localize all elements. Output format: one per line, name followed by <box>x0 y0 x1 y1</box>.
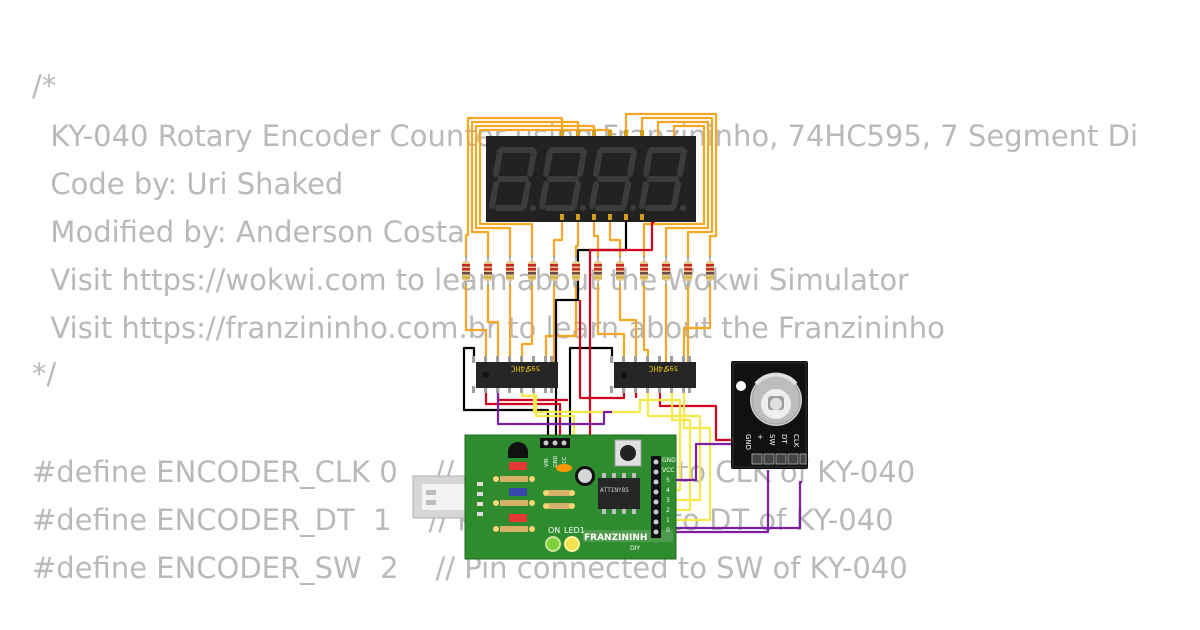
pin-label-sw: SW <box>768 434 776 445</box>
resistor[interactable] <box>661 255 671 287</box>
brand-label: FRANZININH <box>584 533 647 543</box>
code-line: Modified by: Anderson Costa <box>32 215 465 249</box>
pin-label: 3 <box>666 497 670 504</box>
resistor[interactable] <box>461 255 471 287</box>
resistor[interactable] <box>615 255 625 287</box>
franzininho-board[interactable]: VIN GND VCC <box>412 434 677 560</box>
resistor[interactable] <box>683 255 693 287</box>
usb-connector[interactable] <box>412 475 472 519</box>
code-line: */ <box>32 357 57 391</box>
on-label: ON <box>548 526 560 535</box>
code-line: /* <box>32 69 57 103</box>
pin-label: 2 <box>666 507 670 514</box>
user-led <box>564 536 580 552</box>
chip-label: 74HC <box>511 364 530 373</box>
encoder-wires[interactable] <box>496 388 802 534</box>
chip-label: 74HC <box>649 364 668 373</box>
power-header[interactable]: VIN GND VCC <box>540 438 570 467</box>
resistor[interactable] <box>639 255 649 287</box>
digit-1 <box>489 147 537 211</box>
pin-label-gnd: GND <box>553 455 559 467</box>
io-header[interactable]: GND VCC 5 4 3 2 1 0 <box>651 456 676 538</box>
code-line: Visit https://franzininho.com.br to lear… <box>32 311 945 345</box>
pin-label-vcc: VCC <box>562 456 568 467</box>
resistor[interactable] <box>549 255 559 287</box>
resistor[interactable] <box>505 255 515 287</box>
pin-label-vcc: + <box>756 434 764 440</box>
seven-segment-display[interactable] <box>486 130 696 222</box>
resistor[interactable] <box>705 255 715 287</box>
pin-label: 4 <box>666 487 670 494</box>
rotary-encoder[interactable]: CLK DT SW + GND <box>731 361 808 469</box>
shift-register-2[interactable]: 74HC 595 <box>610 356 696 393</box>
microcontroller-chip[interactable]: ATTINY85 <box>598 473 640 514</box>
pin-label: 5 <box>666 477 670 484</box>
resistor[interactable] <box>593 255 603 287</box>
pin-label-clk: CLK <box>792 434 800 448</box>
pin-label: 1 <box>666 517 670 524</box>
brand-sub-label: DIY <box>630 545 640 552</box>
signal-wires[interactable] <box>520 388 712 522</box>
resistor[interactable] <box>527 255 537 287</box>
reset-button[interactable] <box>614 439 642 467</box>
digit-2 <box>539 147 587 211</box>
resistor-bank[interactable] <box>461 255 715 287</box>
resistor[interactable] <box>483 255 493 287</box>
pin-label-gnd: GND <box>744 434 752 450</box>
pin-label-dt: DT <box>780 434 788 444</box>
shift-register-1[interactable]: 74HC 595 <box>472 356 558 393</box>
code-line: Code by: Uri Shaked <box>32 167 344 201</box>
chip-name: ATTINY85 <box>600 487 629 494</box>
pin-label: VCC <box>662 467 674 474</box>
encoder-pin-labels: CLK DT SW + GND <box>744 434 800 450</box>
digit-4 <box>639 147 687 211</box>
power-led <box>545 536 561 552</box>
pin-label-vin: VIN <box>544 458 550 467</box>
led-label: LED1 <box>564 526 585 535</box>
board-leds: ON LED1 <box>545 526 585 552</box>
digit-3 <box>589 147 637 211</box>
chip-number: 595 <box>665 364 678 372</box>
chip-number: 595 <box>527 364 540 372</box>
pin-label: GND <box>662 457 676 464</box>
pin-label: 0 <box>666 527 670 534</box>
